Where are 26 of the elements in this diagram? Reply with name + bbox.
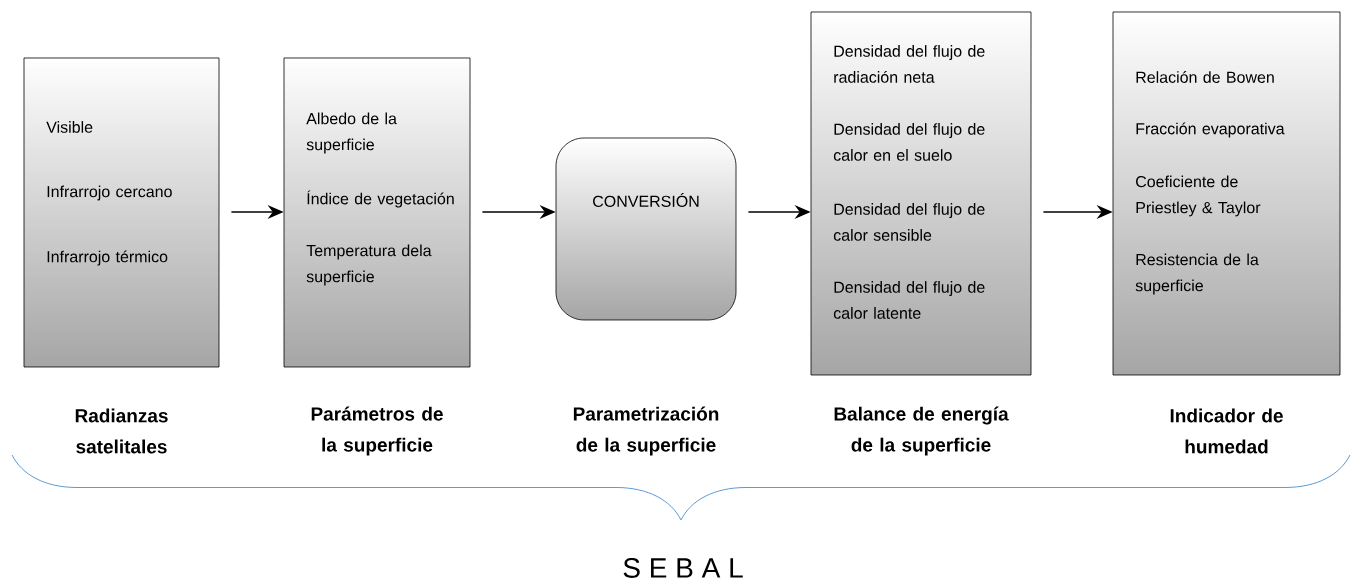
list-item: Resistencia de la superficie: [1135, 253, 1259, 295]
list-item: Coeficiente de Priestley & Taylor: [1136, 175, 1261, 217]
process-box: [555, 137, 737, 456]
list-item: Temperatura dela superficie: [306, 244, 432, 286]
list-item: Fracción evaporativa: [1136, 122, 1285, 138]
process-box: [23, 57, 220, 454]
model-name: S E B A L: [623, 558, 743, 578]
list-item: Densidad del flujo de calor en el suelo: [833, 123, 985, 161]
list-item: Densidad del flujo de radiación neta: [834, 45, 985, 83]
list-item: Visible: [46, 121, 93, 133]
process-box: [283, 57, 471, 456]
box-heading: Balance de energía de la superficie: [834, 406, 1009, 456]
list-item: Densidad del flujo de calor latente: [833, 281, 985, 319]
list-item: Relación de Bowen: [1136, 71, 1274, 83]
box-text: CONVERSIÓN: [593, 192, 699, 207]
box-heading: Indicador de humedad: [1170, 408, 1283, 454]
box-heading: Radianzas satelitales: [75, 408, 168, 454]
process-box: [1112, 11, 1341, 454]
list-item: Infrarrojo cercano: [47, 185, 172, 201]
list-item: Infrarrojo térmico: [47, 250, 168, 266]
list-item: Albedo de la superficie: [306, 112, 397, 154]
list-item: Índice de vegetación: [307, 190, 454, 208]
list-item: Densidad del flujo de calor sensible: [833, 203, 985, 241]
box-heading: Parámetros de la superficie: [311, 406, 443, 456]
process-box: [810, 11, 1032, 456]
box-heading: Parametrización de la superficie: [573, 406, 719, 456]
